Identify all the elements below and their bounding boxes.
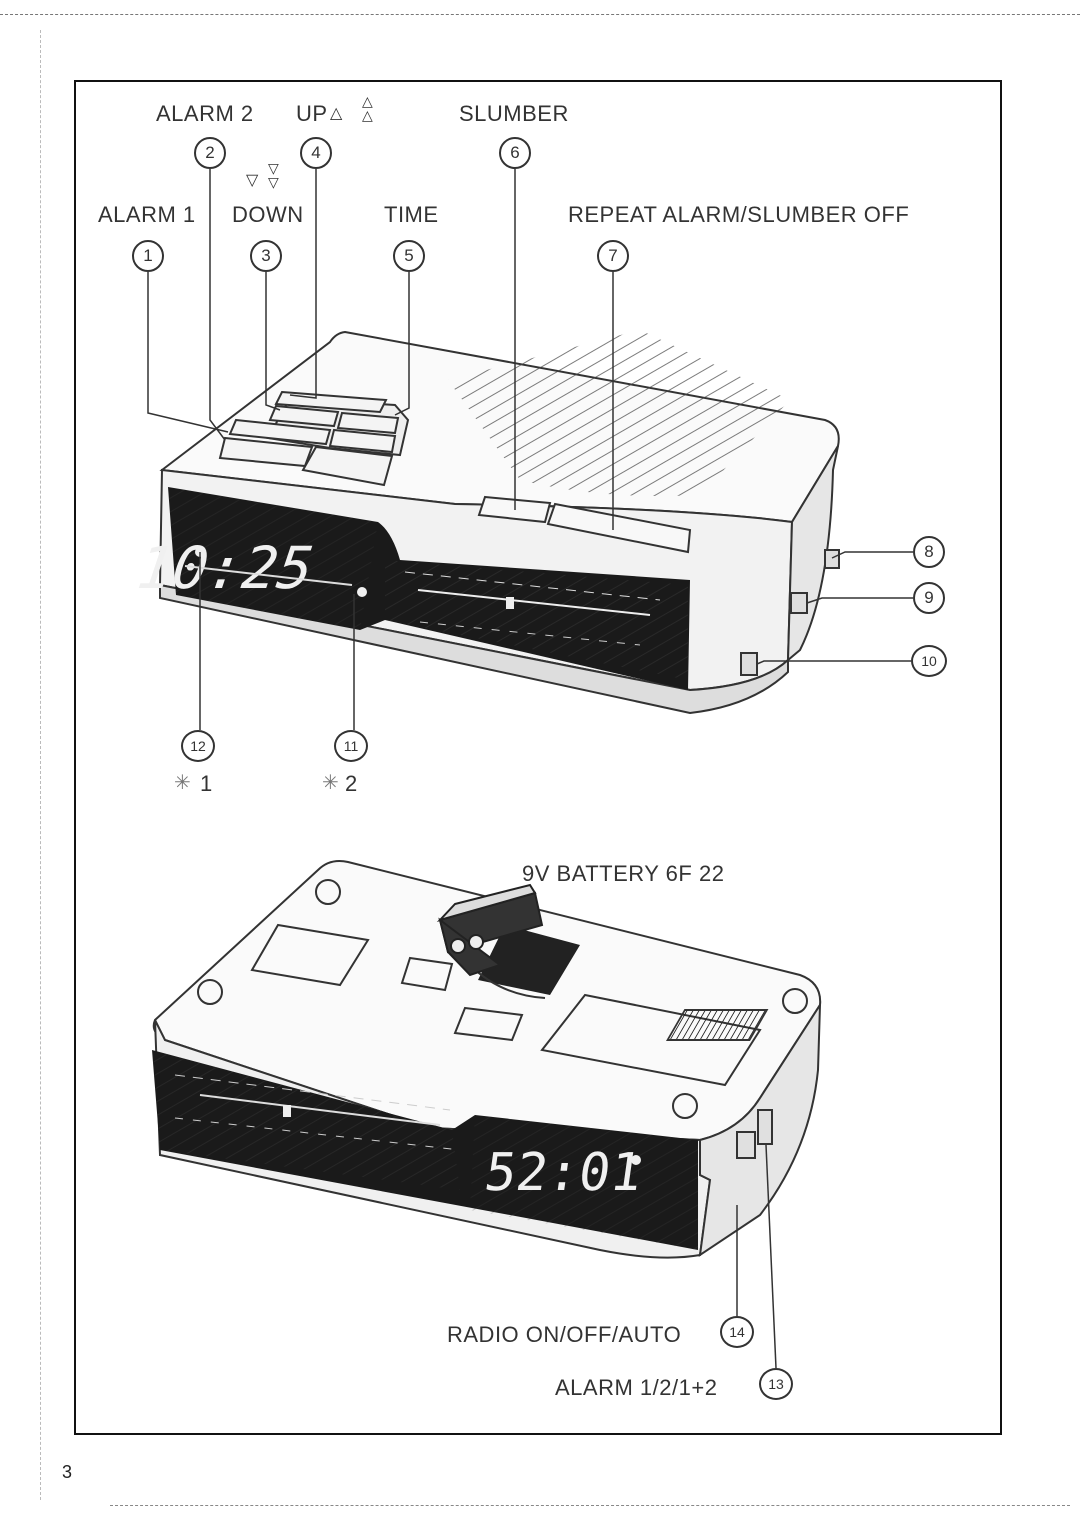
underside-plates [250,923,762,1087]
bottom-display-panel: 52:01 [152,1050,698,1250]
callout-12: 12 [181,730,215,762]
up-arrow-icon: △ [330,105,343,122]
speaker-grille [448,330,790,496]
callout-leaders-top [147,169,913,730]
scan-top-edge [0,14,1080,15]
label-radio-switch: RADIO ON/OFF/AUTO [447,1322,682,1347]
label-time: TIME [384,202,439,227]
callout-4: 4 [300,137,332,169]
label-down: DOWN [232,202,304,227]
rubber-feet [197,879,808,1119]
battery-9v [436,883,544,977]
label-alarm-select: ALARM 1/2/1+2 [555,1375,718,1400]
label-slumber: SLUMBER [459,101,569,126]
callout-7: 7 [597,240,629,272]
top-buttons [218,390,410,487]
label-up: UP [296,101,328,126]
alarm1-indicator-icon: ✳ [174,772,192,794]
callout-14: 14 [720,1316,754,1348]
figure-frame [74,80,1002,1435]
up-double-arrow-icon: △△ [362,93,374,123]
down-double-arrow-icon: ▽▽ [268,160,280,190]
front-display-panel: 10:25 [133,487,690,690]
scan-left-edge [40,30,41,1500]
callout-leaders-bottom [736,1144,777,1369]
time-display: 10:25 [133,534,317,602]
alarm2-indicator-label: 2 [345,771,358,796]
label-battery: 9V BATTERY 6F 22 [522,861,725,886]
scan-bottom-edge [110,1505,1070,1506]
callout-6: 6 [499,137,531,169]
callout-10: 10 [911,645,947,677]
callout-2: 2 [194,137,226,169]
label-alarm2: ALARM 2 [156,101,254,126]
down-arrow-icon: ▽ [246,172,259,189]
underside-vent [665,1009,769,1041]
callout-8: 8 [913,536,945,568]
side-controls [740,549,840,676]
alarm1-indicator-label: 1 [200,771,213,796]
label-alarm1: ALARM 1 [98,202,196,227]
callout-1: 1 [132,240,164,272]
label-repeat-alarm: REPEAT ALARM/SLUMBER OFF [568,202,910,227]
callout-13: 13 [759,1368,793,1400]
callout-3: 3 [250,240,282,272]
bottom-time-display: 52:01 [481,1143,646,1203]
callout-9: 9 [913,582,945,614]
callout-11: 11 [334,730,368,762]
side-switches-bottom [736,1109,773,1159]
callout-5: 5 [393,240,425,272]
alarm2-indicator-icon: ✳ [322,772,340,794]
page-number: 3 [62,1462,73,1482]
